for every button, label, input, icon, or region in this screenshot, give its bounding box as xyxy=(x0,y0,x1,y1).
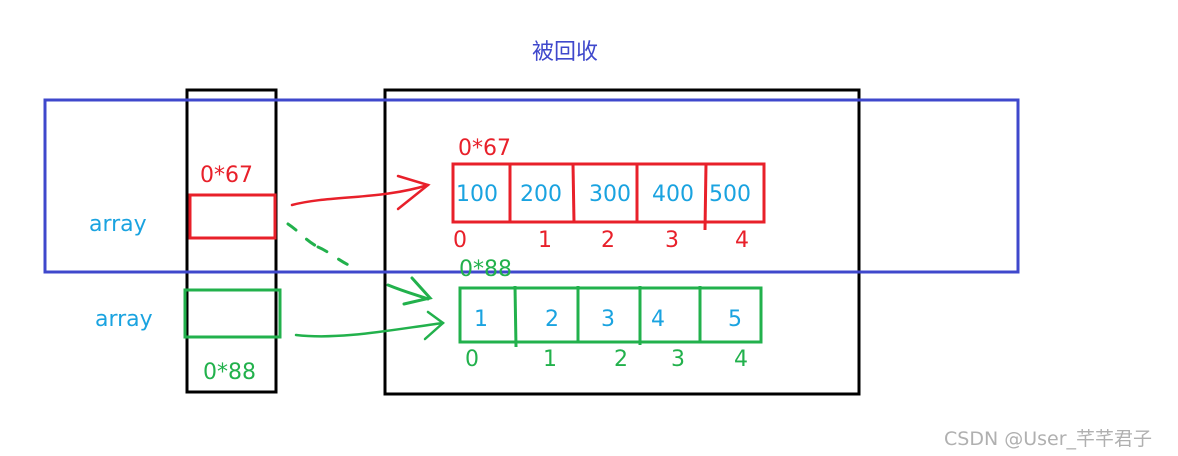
red-reference-arrow xyxy=(290,174,431,211)
green-array-index: 2 xyxy=(614,347,628,372)
green-var-label: array xyxy=(95,307,153,332)
green-array-box xyxy=(458,285,763,348)
green-array-value: 1 xyxy=(474,307,488,332)
green-array-index: 3 xyxy=(671,347,685,372)
red-array-index: 2 xyxy=(601,228,615,253)
red-var-address: 0*67 xyxy=(200,163,253,188)
red-array-value: 400 xyxy=(652,182,694,207)
red-array-value: 200 xyxy=(520,182,562,207)
red-array-box xyxy=(451,162,766,231)
red-array-index: 3 xyxy=(665,228,679,253)
green-array-index: 4 xyxy=(734,347,748,372)
green-reference-arrow xyxy=(294,310,445,341)
red-reference-cell xyxy=(188,193,277,240)
green-var-address: 0*88 xyxy=(203,360,256,385)
red-var-label: array xyxy=(89,212,147,237)
stack-frame xyxy=(185,88,278,394)
heap-frame xyxy=(383,88,861,396)
green-array-address: 0*88 xyxy=(459,257,512,282)
red-array-index: 0 xyxy=(453,228,467,253)
collected-label: 被回收 xyxy=(532,40,599,65)
green-dashed-arrow xyxy=(286,222,433,306)
red-array-address: 0*67 xyxy=(458,136,511,161)
red-array-index: 4 xyxy=(735,228,749,253)
red-array-index: 1 xyxy=(538,228,552,253)
red-array-value: 500 xyxy=(709,182,751,207)
green-array-value: 5 xyxy=(728,307,742,332)
watermark: CSDN @User_芊芊君子 xyxy=(944,428,1153,450)
green-array-value: 2 xyxy=(545,307,559,332)
green-array-value: 4 xyxy=(651,307,665,332)
green-reference-cell xyxy=(183,288,282,339)
red-array-value: 100 xyxy=(456,182,498,207)
green-array-index: 1 xyxy=(543,347,557,372)
collected-region-box xyxy=(43,98,1020,274)
green-array-index: 0 xyxy=(465,347,479,372)
red-array-value: 300 xyxy=(589,182,631,207)
green-array-value: 3 xyxy=(601,307,615,332)
